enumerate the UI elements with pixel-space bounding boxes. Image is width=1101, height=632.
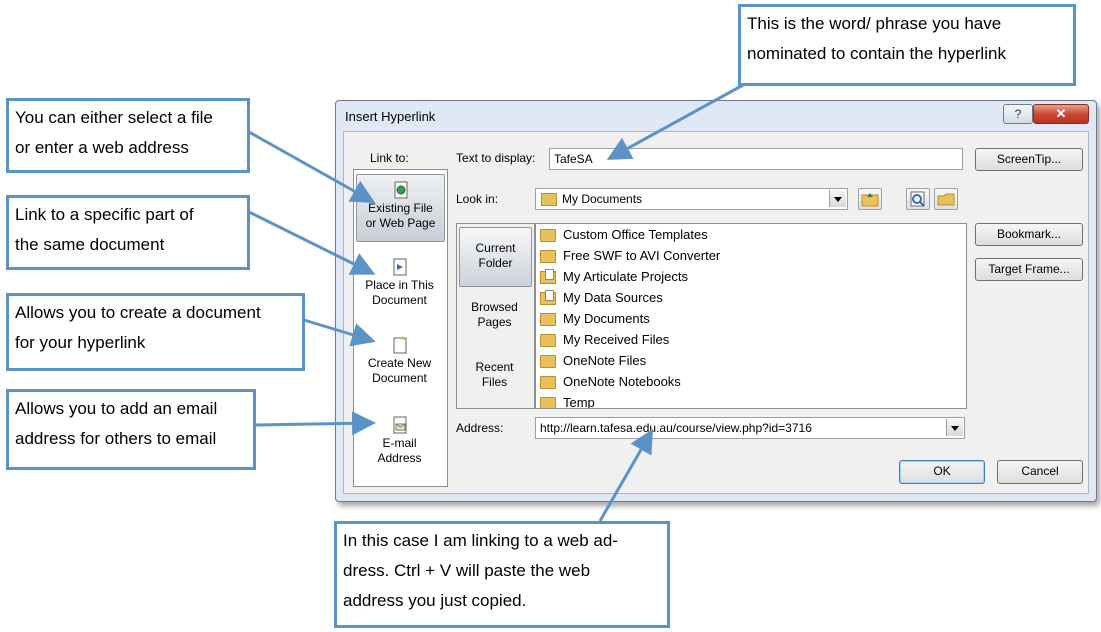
arrow-address bbox=[598, 428, 653, 522]
browse-file-button[interactable] bbox=[934, 188, 958, 210]
target-frame-button[interactable]: Target Frame... bbox=[975, 258, 1083, 281]
folder-icon bbox=[540, 313, 556, 327]
link-to-label: Link to: bbox=[370, 151, 409, 165]
look-in-value: My Documents bbox=[562, 192, 643, 206]
list-item[interactable]: OneNote Notebooks bbox=[540, 371, 681, 392]
link-to-email-address-label: E-mail Address bbox=[377, 436, 422, 465]
list-item[interactable]: My Data Sources bbox=[540, 287, 663, 308]
callout-email: Allows you to add an email address for o… bbox=[6, 389, 256, 470]
address-label: Address: bbox=[456, 421, 504, 435]
link-to-email-address[interactable]: E-mail Address bbox=[356, 410, 443, 476]
arrow-place-in-doc bbox=[248, 210, 376, 275]
link-to-existing-file-label: Existing File or Web Page bbox=[365, 201, 436, 230]
screentip-button[interactable]: ScreenTip... bbox=[975, 148, 1083, 171]
link-to-place-in-document[interactable]: Place in This Document bbox=[356, 252, 443, 318]
folder-icon bbox=[541, 193, 557, 206]
folder-icon bbox=[540, 250, 556, 264]
file-name: OneNote Notebooks bbox=[563, 374, 681, 389]
look-in-dropdown[interactable]: My Documents bbox=[535, 188, 848, 210]
list-item[interactable]: My Documents bbox=[540, 308, 650, 329]
chevron-down-icon[interactable] bbox=[829, 190, 846, 207]
file-name: My Data Sources bbox=[563, 290, 663, 305]
look-in-label: Look in: bbox=[456, 192, 499, 206]
special-folder-icon bbox=[540, 269, 556, 285]
data-sources-icon bbox=[540, 290, 556, 306]
up-one-folder-button[interactable] bbox=[858, 188, 882, 210]
ok-button[interactable]: OK bbox=[899, 460, 985, 484]
tab-current-folder-label: Current Folder bbox=[475, 241, 516, 270]
arrow-email bbox=[255, 411, 376, 436]
folder-up-icon bbox=[861, 193, 879, 207]
open-folder-icon bbox=[937, 193, 955, 206]
help-button[interactable]: ? bbox=[1003, 104, 1033, 124]
list-item[interactable]: My Articulate Projects bbox=[540, 266, 688, 287]
bookmark-button[interactable]: Bookmark... bbox=[975, 223, 1083, 246]
file-name: Free SWF to AVI Converter bbox=[563, 248, 721, 263]
file-name: My Articulate Projects bbox=[563, 269, 688, 284]
dialog-titlebar[interactable]: Insert Hyperlink ? ✕ bbox=[336, 101, 1096, 131]
address-value: http://learn.tafesa.edu.au/course/view.p… bbox=[540, 421, 812, 435]
chevron-down-icon[interactable] bbox=[946, 419, 963, 436]
document-place-icon bbox=[391, 258, 409, 276]
tab-current-folder[interactable]: Current Folder bbox=[459, 227, 532, 287]
folder-icon bbox=[540, 355, 556, 369]
list-item[interactable]: Custom Office Templates bbox=[540, 224, 708, 245]
link-to-create-new-document-label: Create New Document bbox=[367, 356, 432, 385]
callout-address: In this case I am linking to a web ad- d… bbox=[334, 521, 670, 628]
tab-browsed-pages-label: Browsed Pages bbox=[471, 300, 518, 329]
dialog-title: Insert Hyperlink bbox=[345, 109, 436, 124]
link-to-place-in-document-label: Place in This Document bbox=[365, 278, 434, 307]
folder-icon bbox=[540, 334, 556, 348]
email-icon bbox=[391, 416, 409, 434]
close-button[interactable]: ✕ bbox=[1033, 104, 1089, 124]
callout-select-file: You can either select a file or enter a … bbox=[6, 98, 250, 173]
callout-place-in-document: Link to a specific part of the same docu… bbox=[6, 195, 250, 270]
file-name: My Documents bbox=[563, 311, 650, 326]
tab-recent-files-label: Recent Files bbox=[475, 360, 514, 389]
list-item[interactable]: Free SWF to AVI Converter bbox=[540, 245, 720, 266]
text-to-display-input[interactable]: TafeSA bbox=[549, 148, 963, 170]
folder-icon bbox=[540, 376, 556, 390]
list-item[interactable]: My Received Files bbox=[540, 329, 669, 350]
arrow-text-display bbox=[606, 82, 746, 160]
list-item[interactable]: OneNote Files bbox=[540, 350, 646, 371]
callout-text-display: This is the word/ phrase you have nomina… bbox=[738, 4, 1076, 86]
tab-recent-files[interactable]: Recent Files bbox=[459, 347, 530, 405]
file-name: Temp bbox=[563, 395, 595, 409]
file-name: OneNote Files bbox=[563, 353, 647, 368]
folder-icon bbox=[540, 229, 556, 243]
arrow-create-doc bbox=[303, 318, 376, 347]
arrow-select-file bbox=[248, 130, 376, 203]
browse-web-icon bbox=[910, 191, 925, 207]
callout-create-document: Allows you to create a document for your… bbox=[6, 293, 305, 371]
web-page-icon bbox=[392, 181, 410, 199]
browse-web-button[interactable] bbox=[906, 188, 930, 210]
text-to-display-label: Text to display: bbox=[456, 151, 536, 165]
list-item[interactable]: Temp bbox=[540, 392, 595, 409]
tab-browsed-pages[interactable]: Browsed Pages bbox=[459, 287, 530, 345]
file-list[interactable]: Custom Office Templates Free SWF to AVI … bbox=[535, 223, 967, 409]
link-to-create-new-document[interactable]: Create New Document bbox=[356, 330, 443, 396]
browse-tabs: Current Folder Browsed Pages Recent File… bbox=[456, 223, 535, 409]
file-name: My Received Files bbox=[563, 332, 670, 347]
new-document-icon bbox=[391, 336, 409, 354]
cancel-button[interactable]: Cancel bbox=[997, 460, 1083, 484]
folder-icon bbox=[540, 397, 556, 408]
address-input[interactable]: http://learn.tafesa.edu.au/course/view.p… bbox=[535, 417, 965, 439]
file-name: Custom Office Templates bbox=[563, 227, 708, 242]
